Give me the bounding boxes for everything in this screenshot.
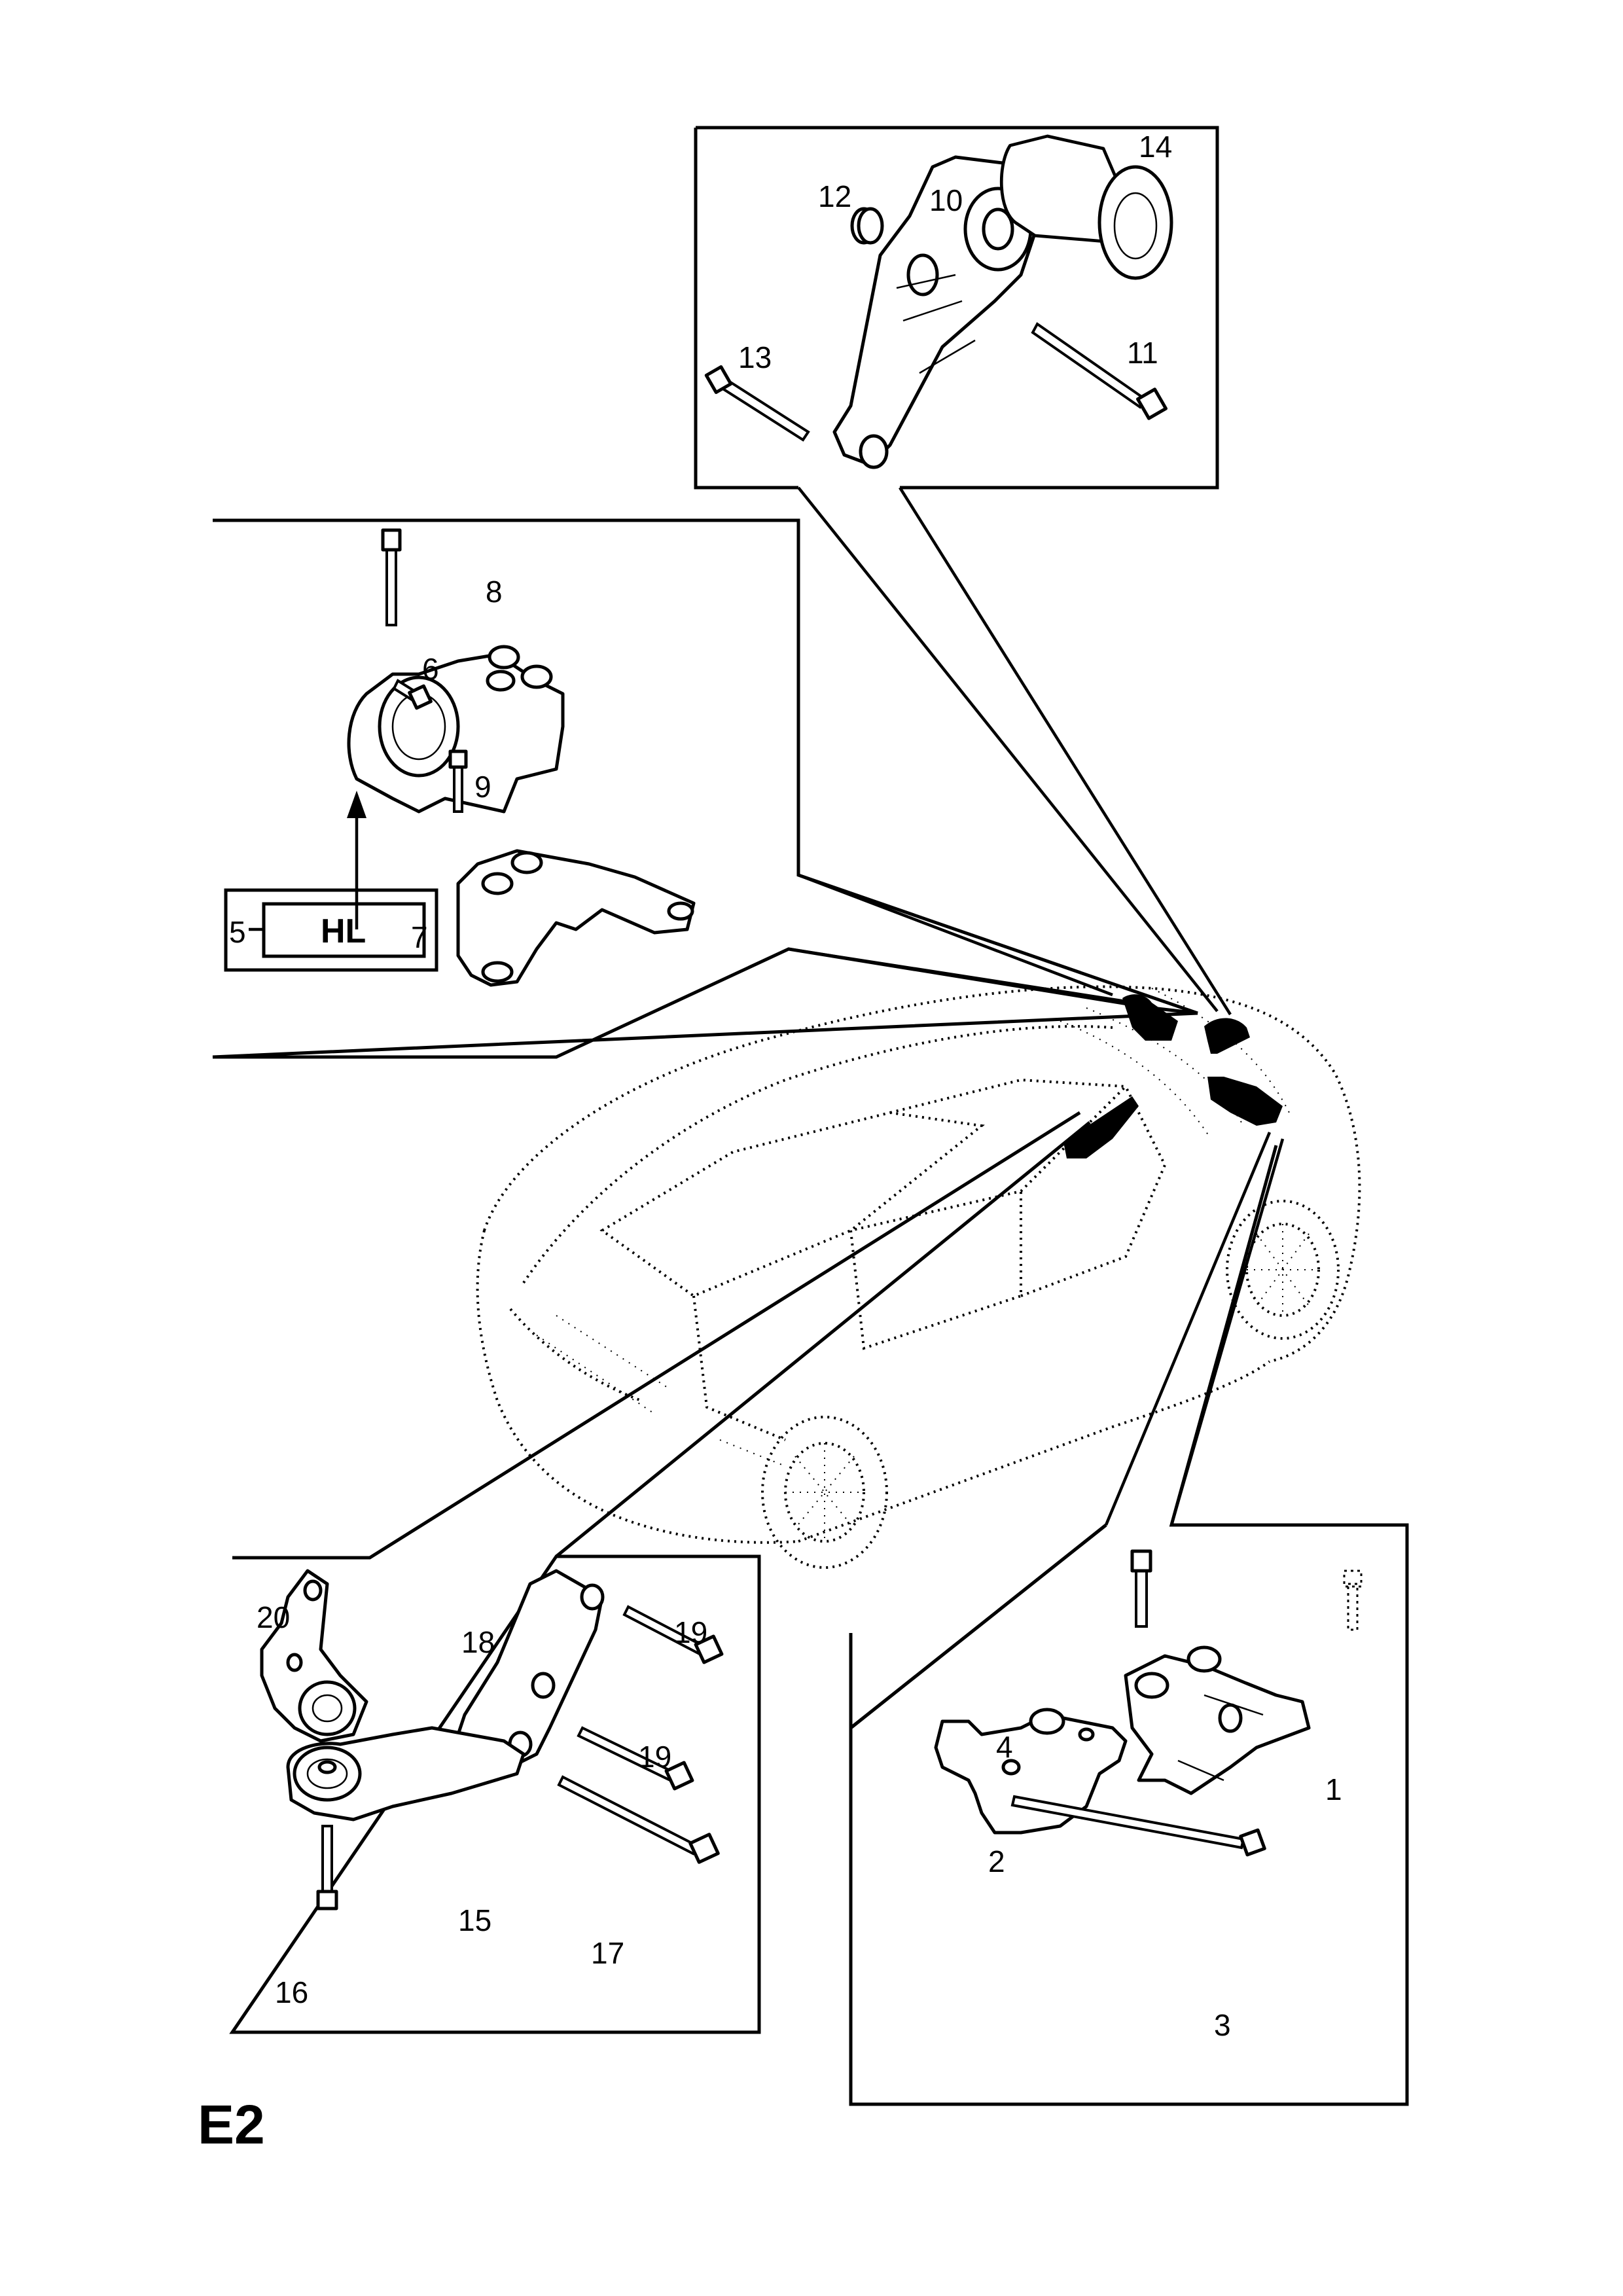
- part-20-bracket: [260, 1569, 368, 1743]
- mount-location-rear: [1063, 1096, 1139, 1158]
- part-11-bolt: [1031, 322, 1168, 420]
- callout-9: 9: [474, 770, 491, 804]
- panel-left-frame: [212, 518, 1198, 1059]
- arrow-head-icon: [347, 791, 366, 818]
- callout-7: 7: [411, 920, 428, 954]
- callout-19-upper: 19: [674, 1615, 707, 1649]
- part-3-bolt: [1010, 1795, 1266, 1857]
- leader-left-a: [788, 947, 1126, 1003]
- callout-17: 17: [591, 1936, 624, 1970]
- leader-br-a: [1104, 1132, 1272, 1526]
- leader-top-b: [899, 486, 1232, 1016]
- mount-location-right: [1207, 1077, 1283, 1126]
- callout-10: 10: [929, 183, 963, 217]
- callout-5-box: [224, 888, 438, 972]
- page-code: E2: [198, 2094, 265, 2155]
- panel-top: 14 12 10 13 11: [694, 126, 1232, 1016]
- callout-4: 4: [996, 1730, 1013, 1764]
- callout-11: 11: [1127, 336, 1158, 370]
- leader-top-a: [797, 486, 1219, 1013]
- callout-5: 5: [229, 915, 246, 949]
- callout-1: 1: [1325, 1772, 1342, 1806]
- callout-6: 6: [422, 652, 439, 686]
- part-7-bracket: [456, 849, 696, 987]
- car-outline: [476, 985, 1361, 1569]
- part-4-bolt: [1130, 1549, 1152, 1628]
- part-16-bolt: [316, 1825, 338, 1910]
- hl-label: HL: [321, 912, 366, 950]
- part-12-cap: [850, 207, 884, 245]
- leader-br-b: [1169, 1138, 1285, 1526]
- panel-left: 8 6 9 5 HL 7: [212, 518, 1198, 1059]
- callout-3: 3: [1214, 2008, 1231, 2042]
- part-19-bolt-lower: [577, 1726, 694, 1791]
- panel-bottom-left-frame: [229, 1111, 1091, 2034]
- callout-8: 8: [486, 575, 503, 609]
- part-2-bracket: [934, 1708, 1128, 1835]
- leader-left-b: [798, 873, 1113, 997]
- callout-18: 18: [461, 1625, 495, 1659]
- part-8-bolt: [381, 528, 402, 626]
- panel-bottom-right: 4 1 2 3: [849, 1132, 1409, 2106]
- part-6-bolt: [392, 679, 433, 710]
- part-14-bushing: [999, 134, 1173, 280]
- part-17-bolt: [557, 1775, 720, 1864]
- ghost-bolt: [1343, 1570, 1363, 1631]
- part-13-bolt: [704, 365, 810, 442]
- leader-bl-a: [368, 1111, 1081, 1559]
- callout-15: 15: [458, 1903, 491, 1937]
- callout-12: 12: [818, 179, 851, 213]
- mount-location-top: [1204, 1018, 1250, 1054]
- panel-bottom-right-frame: [849, 1145, 1409, 2106]
- part-10-torque-rod: [832, 155, 1036, 469]
- callout-14: 14: [1139, 130, 1172, 164]
- part-19-bolt-upper: [622, 1605, 724, 1664]
- callout-20: 20: [257, 1600, 290, 1634]
- panel-bottom-left: 20 18 19 19 15 17 16: [229, 1111, 1091, 2034]
- callout-19-lower: 19: [638, 1740, 671, 1774]
- leader-bl-b: [555, 1121, 1091, 1558]
- callout-13: 13: [738, 340, 772, 374]
- callout-2: 2: [988, 1844, 1005, 1878]
- part-9-bolt: [448, 749, 468, 813]
- callout-16: 16: [275, 1975, 308, 2009]
- part-15-arm: [286, 1726, 526, 1821]
- part-1-mount: [1124, 1645, 1311, 1795]
